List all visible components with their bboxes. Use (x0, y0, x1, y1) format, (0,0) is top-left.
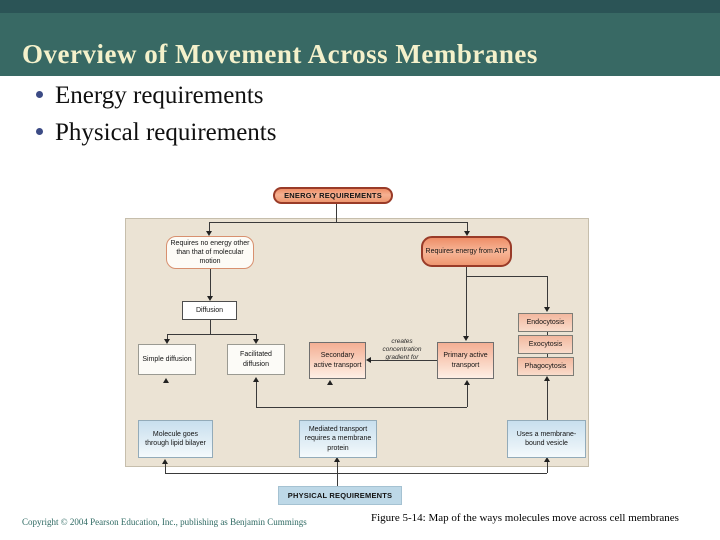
connector-line (337, 462, 338, 473)
lipid-bilayer-box: Molecule goes through lipid bilayer (138, 420, 213, 458)
connector-line (547, 462, 548, 473)
no-energy-box: Requires no energy other than that of mo… (166, 236, 254, 269)
arrow-down-icon (164, 339, 170, 344)
arrow-down-icon (464, 231, 470, 236)
connector-line (209, 222, 210, 232)
mediated-transport-box: Mediated transport requires a membrane p… (299, 420, 377, 458)
connector-line (547, 381, 548, 420)
arrow-up-icon (544, 376, 550, 381)
connector-line (370, 360, 438, 361)
connector-line (256, 381, 257, 407)
arrow-up-icon (334, 457, 340, 462)
arrow-down-icon (206, 231, 212, 236)
arrow-up-icon (163, 378, 169, 383)
connector-line (467, 384, 468, 407)
arrow-up-icon (253, 377, 259, 382)
bullet-energy-requirements: Energy requirements (36, 82, 264, 110)
arrow-down-icon (463, 336, 469, 341)
diffusion-box: Diffusion (182, 301, 237, 320)
connector-line (547, 276, 548, 308)
connector-line (336, 204, 337, 222)
endocytosis-box: Endocytosis (518, 313, 573, 332)
bullet-physical-requirements: Physical requirements (36, 119, 276, 147)
connector-line (466, 267, 467, 337)
facilitated-diffusion-box: Facilitated diffusion (227, 344, 285, 375)
connector-line (209, 222, 467, 223)
arrow-down-icon (253, 339, 259, 344)
secondary-active-transport-box: Secondary active transport (309, 342, 366, 379)
top-accent-strip (0, 0, 720, 13)
bullet-dot-icon (36, 127, 43, 135)
connector-line (210, 269, 211, 296)
arrow-left-icon (366, 357, 371, 363)
concentration-gradient-note: creates concentration gradient for (382, 338, 422, 361)
connector-line (167, 334, 256, 335)
arrow-down-icon (207, 296, 213, 301)
bullet-label: Energy requirements (55, 82, 264, 109)
arrow-up-icon (544, 457, 550, 462)
connector-line (165, 473, 547, 474)
phagocytosis-box: Phagocytosis (517, 357, 574, 376)
connector-line (256, 334, 257, 340)
physical-requirements-header: PHYSICAL REQUIREMENTS (278, 486, 402, 505)
vesicle-box: Uses a membrane-bound vesicle (507, 420, 586, 458)
energy-requirements-header: ENERGY REQUIREMENTS (273, 187, 393, 204)
connector-line (547, 332, 548, 335)
arrow-up-icon (464, 380, 470, 385)
title-banner: Overview of Movement Across Membranes (0, 13, 720, 76)
connector-line (466, 276, 547, 277)
copyright-text: Copyright © 2004 Pearson Education, Inc.… (22, 517, 307, 527)
bullet-label: Physical requirements (55, 119, 277, 146)
connector-line (165, 464, 166, 473)
arrow-up-icon (162, 459, 168, 464)
bullet-dot-icon (36, 90, 43, 98)
exocytosis-box: Exocytosis (518, 335, 573, 354)
connector-line (256, 407, 467, 408)
arrow-down-icon (544, 307, 550, 312)
atp-energy-box: Requires energy from ATP (421, 236, 512, 267)
connector-line (210, 320, 211, 334)
page-title: Overview of Movement Across Membranes (22, 39, 538, 69)
figure-caption: Figure 5-14: Map of the ways molecules m… (371, 512, 679, 524)
simple-diffusion-box: Simple diffusion (138, 344, 196, 375)
connector-line (467, 222, 468, 232)
arrow-up-icon (327, 380, 333, 385)
connector-line (547, 354, 548, 357)
connector-line (337, 473, 338, 486)
connector-line (167, 334, 168, 340)
primary-active-transport-box: Primary active transport (437, 342, 494, 379)
